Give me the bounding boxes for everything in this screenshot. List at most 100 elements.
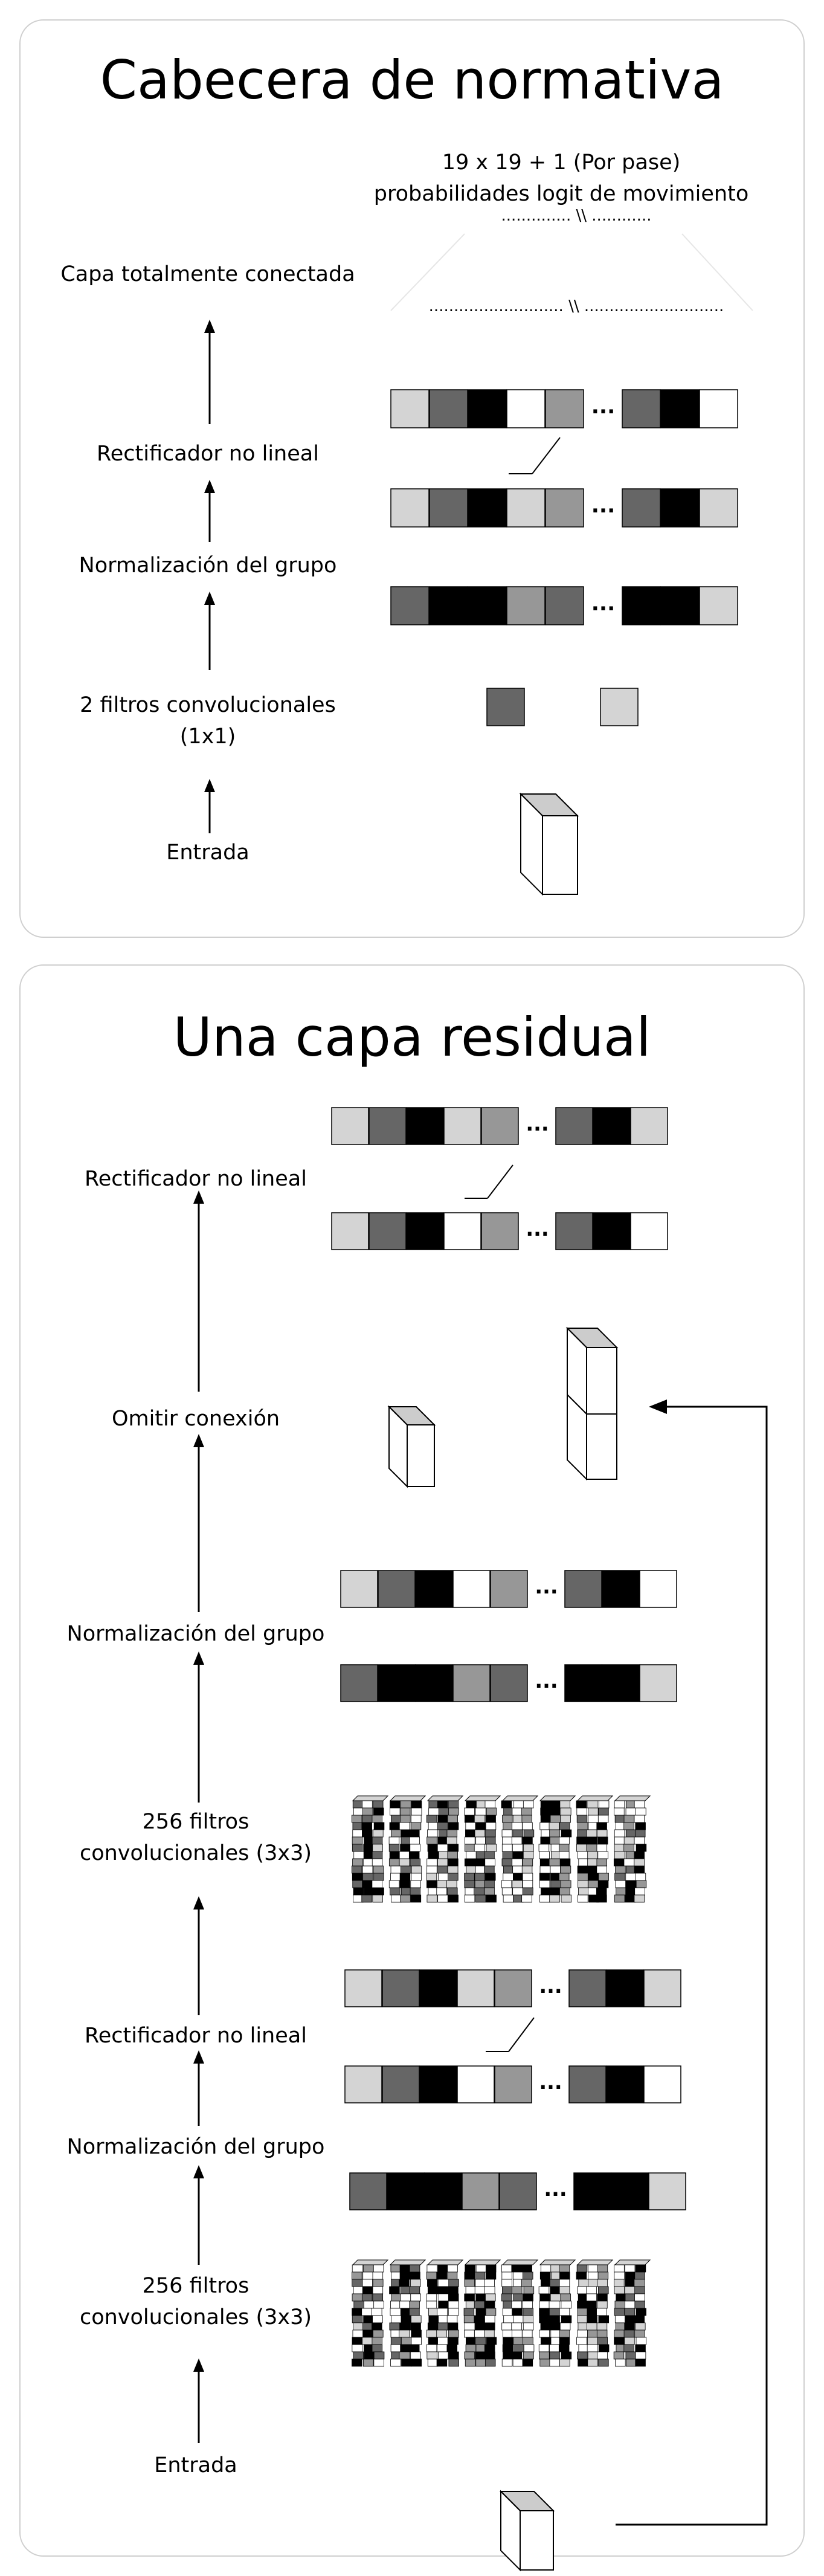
filter-cell xyxy=(465,2286,477,2294)
filter-stack-top xyxy=(501,2259,539,2265)
policy-output-dots-mid: ........................... \\ .........… xyxy=(395,295,758,318)
filter-cell xyxy=(363,1844,374,1852)
filter-cell xyxy=(623,2344,634,2352)
filter-cell xyxy=(362,1829,373,1838)
res-label-conv-top-1: 256 filtros xyxy=(142,1810,249,1834)
filter-cell xyxy=(352,1844,363,1852)
filter-cell xyxy=(549,1887,560,1896)
feature-cell xyxy=(545,586,584,625)
filter-cell xyxy=(427,2279,438,2287)
feature-cell xyxy=(481,1107,519,1145)
filter-cell xyxy=(512,2271,524,2280)
filter-cell xyxy=(587,2315,597,2323)
filter-cell xyxy=(437,1880,448,1888)
filter-cell xyxy=(523,2308,533,2316)
filter-cell xyxy=(409,2300,420,2309)
filter-cell xyxy=(448,1844,459,1852)
filter-cell xyxy=(539,1865,551,1874)
res-label-group-norm-top: Normalización del grupo xyxy=(66,1622,325,1646)
filter-cell xyxy=(512,2308,523,2316)
feature-cell xyxy=(555,1107,593,1145)
filter-cell xyxy=(634,2279,645,2287)
filter-cell xyxy=(408,2344,420,2352)
skip-connection-arrowhead xyxy=(649,1399,667,1414)
filter-cell xyxy=(523,2337,533,2345)
filter-stack-top xyxy=(614,2259,651,2265)
filter-cell xyxy=(560,1865,571,1874)
res-rectifier-connector-top xyxy=(487,1164,513,1199)
filter-cell xyxy=(559,1822,570,1830)
filter-cell xyxy=(624,2286,636,2294)
filter-cell xyxy=(410,2279,421,2287)
filter-cell xyxy=(448,2351,459,2360)
filter-cell xyxy=(426,1858,437,1867)
row-ellipsis: ... xyxy=(539,1974,562,1998)
filter-cell xyxy=(361,1822,372,1830)
residual-filter-stacks xyxy=(351,1795,651,2367)
filter-cell xyxy=(501,1829,513,1838)
filter-cell xyxy=(411,1865,422,1874)
feature-cell xyxy=(378,1664,416,1702)
filter-cell xyxy=(586,1844,597,1852)
filter-cell xyxy=(559,1851,570,1859)
feature-cell xyxy=(390,586,430,625)
filter-cell xyxy=(503,2329,513,2338)
filter-cell xyxy=(521,1865,533,1874)
filter-cell xyxy=(614,2271,625,2280)
filter-stack xyxy=(426,2259,464,2367)
filter-cell xyxy=(560,2293,571,2302)
feature-cell xyxy=(564,1664,602,1702)
conv-filter-1 xyxy=(486,688,525,726)
filter-cell xyxy=(352,2329,364,2338)
filter-cell xyxy=(475,2293,486,2302)
filter-cell xyxy=(577,2329,588,2338)
filter-cell xyxy=(388,1836,400,1845)
filter-cell xyxy=(446,1829,458,1838)
filter-cell xyxy=(409,2308,420,2316)
filter-cell xyxy=(635,2351,646,2360)
filter-cell xyxy=(474,2271,485,2280)
filter-cell xyxy=(484,2351,495,2360)
filter-cell xyxy=(559,2286,570,2294)
filter-cell xyxy=(372,1851,383,1859)
filter-cell xyxy=(561,1829,572,1838)
filter-cell xyxy=(503,2315,514,2323)
filter-cell xyxy=(549,1822,560,1830)
filter-cell xyxy=(437,1822,448,1830)
filter-cell xyxy=(475,1807,486,1816)
filter-cell xyxy=(410,2322,421,2331)
filter-cell xyxy=(362,2329,373,2338)
arrow-to-group-norm-head xyxy=(204,592,215,605)
filter-cell xyxy=(539,2271,551,2280)
filter-cell xyxy=(578,1880,588,1888)
filter-cell xyxy=(523,1829,535,1838)
filter-cell xyxy=(373,2279,384,2287)
feature-cell xyxy=(457,1969,495,2007)
feature-cell xyxy=(419,1969,457,2007)
feature-cell xyxy=(443,1212,481,1250)
filter-stack-top xyxy=(464,2259,501,2265)
filter-cell xyxy=(559,2279,570,2287)
filter-cell xyxy=(474,2329,485,2338)
filter-cell xyxy=(438,2300,449,2309)
filter-cell xyxy=(427,1829,438,1838)
feature-cell xyxy=(452,1664,491,1702)
filter-stack-top xyxy=(614,1795,651,1801)
filter-cell xyxy=(540,1815,552,1823)
filter-cell xyxy=(446,1880,457,1888)
filter-cell xyxy=(362,1858,374,1867)
filter-cell xyxy=(587,2322,597,2331)
filter-cell xyxy=(411,2329,422,2338)
filter-cell xyxy=(410,2293,421,2302)
filter-cell xyxy=(391,2271,402,2280)
feature-cell xyxy=(606,2065,644,2103)
filter-cell xyxy=(390,1865,402,1874)
feature-cell xyxy=(406,1107,444,1145)
filter-cell xyxy=(463,2308,475,2316)
filter-stack-top xyxy=(539,2259,576,2265)
filter-cell xyxy=(400,2293,411,2302)
layer-label-rectifier: Rectificador no lineal xyxy=(97,442,319,466)
filter-cell xyxy=(466,1851,477,1859)
filter-cell xyxy=(587,1865,598,1874)
filter-cell xyxy=(634,2271,645,2280)
